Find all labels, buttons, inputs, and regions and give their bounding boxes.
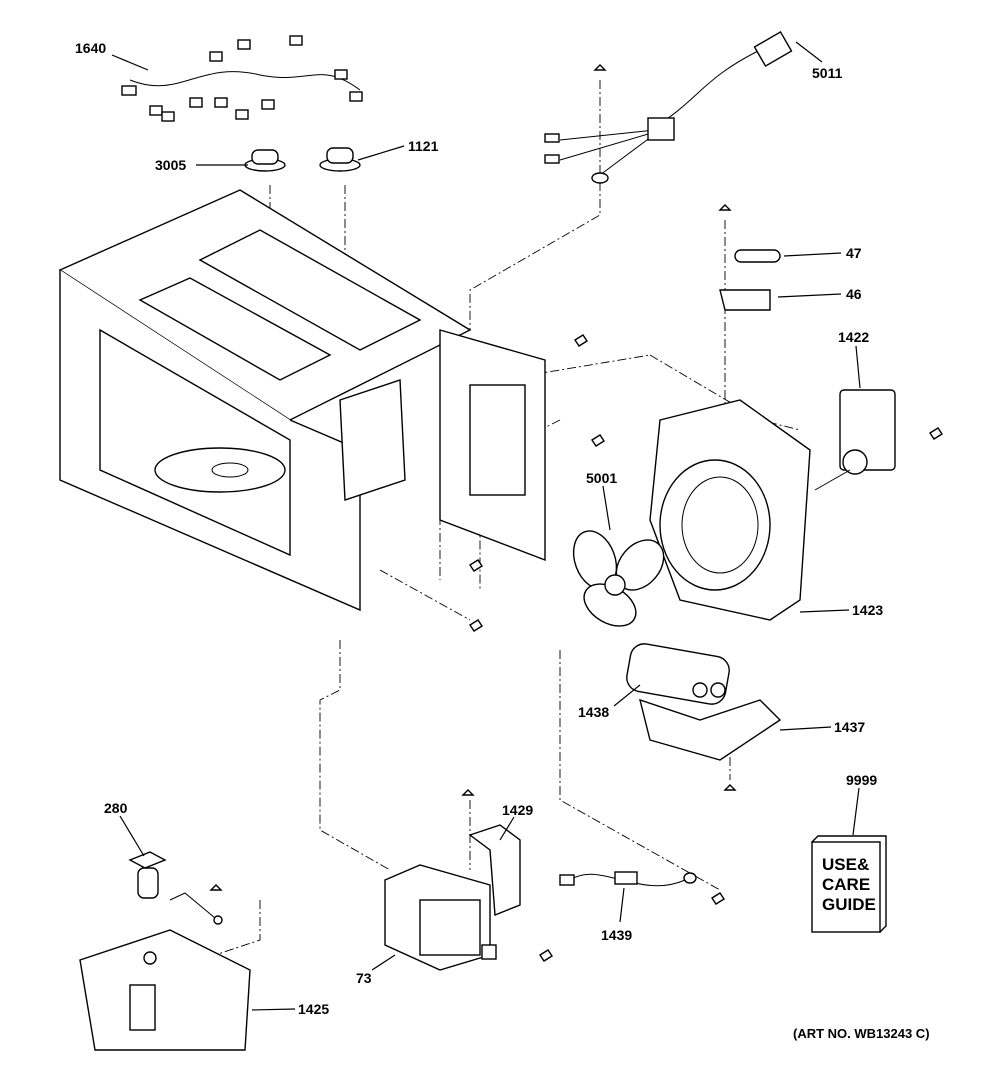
guide-line-2: CARE [822,875,870,894]
wire-harness-1640 [121,35,363,122]
label-1429: 1429 [502,802,533,818]
guide-line-1: USE& [822,855,869,874]
magnetron-bracket-1429 [461,789,521,917]
label-73: 73 [356,970,372,986]
label-9999: 9999 [846,772,877,788]
wire-assembly-1439 [559,871,697,887]
label-280: 280 [104,800,128,816]
power-cord-5011 [544,31,793,184]
use-care-guide: USE& CARE GUIDE [811,835,887,934]
part-labels: 1640 3005 1121 5011 47 46 1422 5001 1423… [75,40,930,1041]
fuse-holder-46 [719,289,771,311]
label-1640: 1640 [75,40,106,56]
label-1437: 1437 [834,719,865,735]
capacitor-1438 [626,643,730,705]
label-1438: 1438 [578,704,609,720]
leader-lines [111,41,861,1011]
fuse-47 [718,204,781,263]
capacitor-bracket-1437 [639,698,782,761]
screws [209,334,943,962]
label-5001: 5001 [586,470,617,486]
fan-motor-1422 [814,389,896,491]
label-46: 46 [846,286,862,302]
label-1423: 1423 [852,602,883,618]
label-47: 47 [846,245,862,261]
label-3005: 3005 [155,157,186,173]
air-duct-1423 [649,399,811,621]
oven-cavity [58,189,546,612]
art-number: (ART NO. WB13243 C) [793,1026,930,1041]
guide-line-3: GUIDE [822,895,876,914]
label-1439: 1439 [601,927,632,943]
thermostat-3005 [244,149,286,172]
thermostat-1121 [319,147,361,172]
label-5011: 5011 [812,65,843,81]
label-1422: 1422 [838,329,869,345]
magnetron-73 [384,864,497,971]
label-1425: 1425 [298,1001,329,1017]
label-1121: 1121 [408,138,439,154]
fan-blade-5001 [572,530,665,627]
lamp-housing-1425 [79,929,251,1051]
lamp-280 [128,851,223,925]
